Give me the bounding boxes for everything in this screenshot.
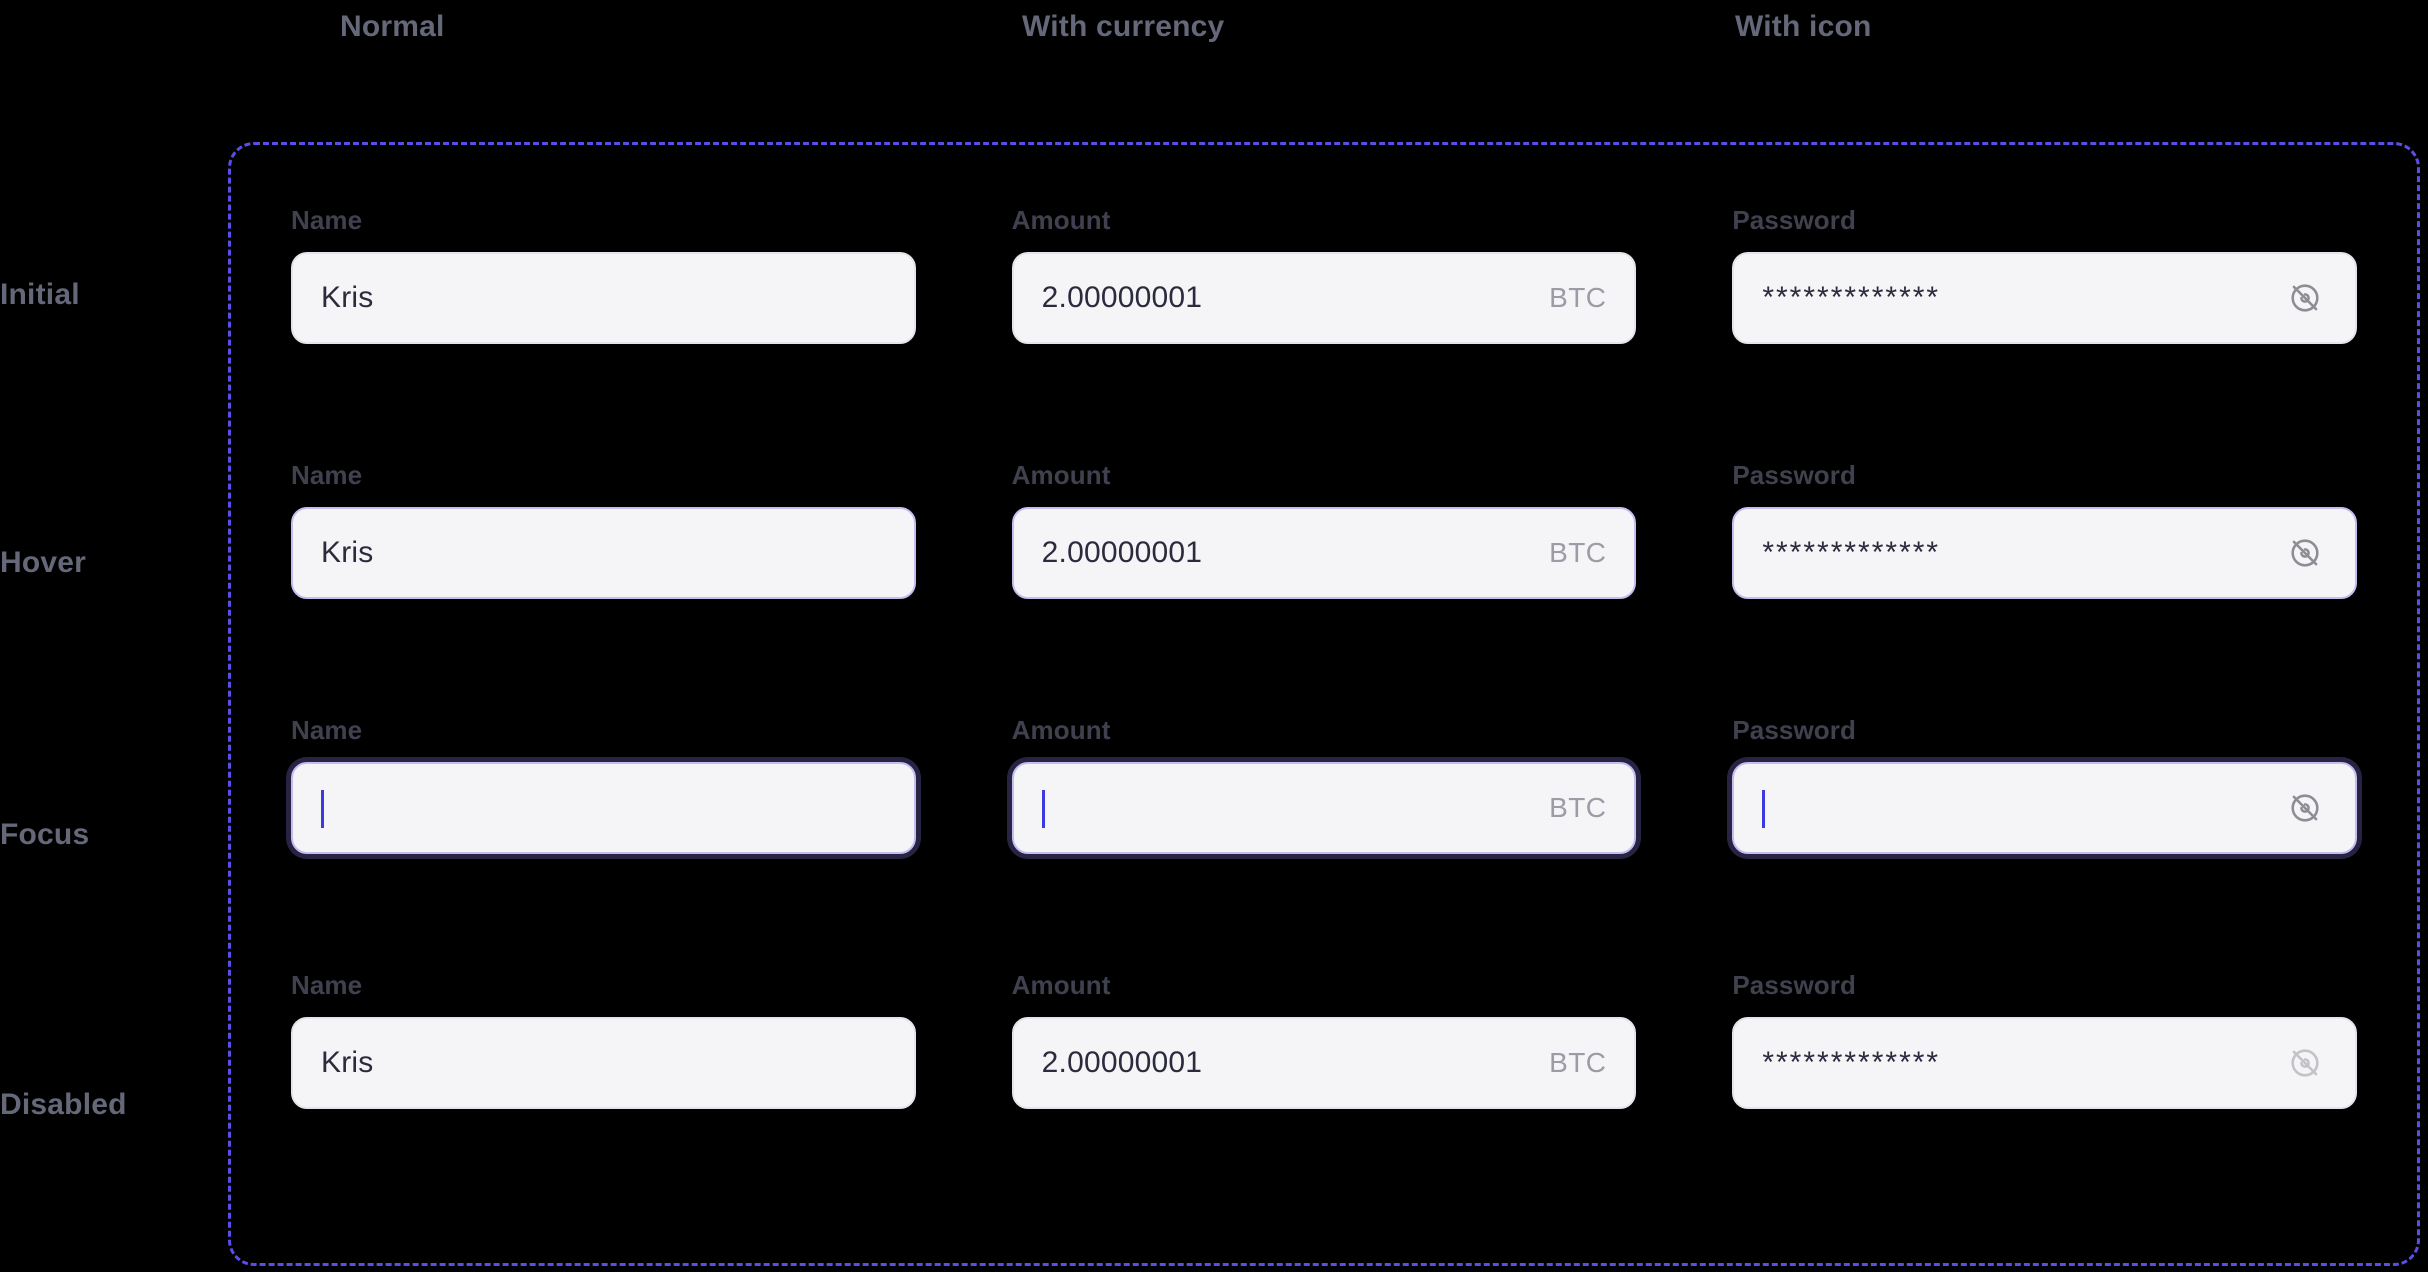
matrix-grid: Name Kris Amount 2.00000001 BTC Password… bbox=[291, 197, 2357, 1217]
matrix-container: Name Kris Amount 2.00000001 BTC Password… bbox=[228, 142, 2420, 1266]
password-input-initial[interactable]: ************* bbox=[1732, 252, 2357, 344]
row-label-initial: Initial bbox=[0, 278, 80, 311]
input-value: 2.00000001 bbox=[1041, 536, 1203, 569]
column-header-with-icon: With icon bbox=[1735, 10, 1872, 43]
field-label: Password bbox=[1732, 460, 1856, 490]
cell-initial-normal: Name Kris bbox=[291, 197, 916, 452]
field-label: Name bbox=[291, 205, 363, 235]
currency-suffix: BTC bbox=[1549, 282, 1607, 313]
eye-off-icon[interactable] bbox=[2283, 531, 2327, 575]
field-label: Password bbox=[1732, 715, 1856, 745]
amount-input-hover[interactable]: 2.00000001 BTC bbox=[1011, 507, 1637, 599]
cell-hover-normal: Name Kris bbox=[291, 452, 916, 707]
text-input-name-disabled: Kris bbox=[291, 1017, 916, 1109]
field-label: Name bbox=[291, 970, 363, 1000]
row-label-disabled: Disabled bbox=[0, 1088, 127, 1121]
eye-off-icon[interactable] bbox=[2283, 276, 2327, 320]
eye-off-icon[interactable] bbox=[2283, 786, 2327, 830]
cell-focus-normal: Name bbox=[291, 707, 916, 962]
currency-suffix: BTC bbox=[1549, 1047, 1607, 1078]
row-label-hover: Hover bbox=[0, 546, 87, 579]
password-input-disabled: ************* bbox=[1732, 1017, 2357, 1109]
input-value: Kris bbox=[321, 1046, 374, 1079]
column-header-with-currency: With currency bbox=[1022, 10, 1225, 43]
cell-focus-with-currency: Amount BTC bbox=[1011, 707, 1637, 962]
cell-initial-with-icon: Password ************* bbox=[1732, 197, 2357, 452]
input-value: ************* bbox=[1762, 1046, 1941, 1079]
field-label: Name bbox=[291, 715, 363, 745]
cell-disabled-normal: Name Kris bbox=[291, 962, 916, 1217]
input-value: Kris bbox=[321, 536, 374, 569]
input-value bbox=[1041, 788, 1531, 828]
currency-suffix: BTC bbox=[1549, 792, 1607, 823]
text-caret bbox=[1762, 790, 1766, 828]
field-label: Name bbox=[291, 460, 363, 490]
column-header-normal: Normal bbox=[340, 10, 445, 43]
input-value: 2.00000001 bbox=[1041, 281, 1203, 314]
cell-initial-with-currency: Amount 2.00000001 BTC bbox=[1011, 197, 1637, 452]
field-label: Amount bbox=[1011, 715, 1111, 745]
text-caret bbox=[321, 790, 324, 828]
field-label: Amount bbox=[1011, 970, 1111, 1000]
input-value: ************* bbox=[1762, 281, 1941, 314]
column-header-row: Normal With currency With icon bbox=[0, 0, 2428, 78]
field-label: Password bbox=[1732, 970, 1856, 1000]
field-label: Password bbox=[1732, 205, 1856, 235]
text-input-name-focus[interactable] bbox=[291, 762, 916, 854]
amount-input-focus[interactable]: BTC bbox=[1011, 762, 1637, 854]
currency-suffix: BTC bbox=[1549, 537, 1607, 568]
row-label-focus: Focus bbox=[0, 818, 90, 851]
input-value: 2.00000001 bbox=[1041, 1046, 1203, 1079]
eye-off-icon bbox=[2283, 1041, 2327, 1085]
cell-disabled-with-currency: Amount 2.00000001 BTC bbox=[1011, 962, 1637, 1217]
cell-hover-with-currency: Amount 2.00000001 BTC bbox=[1011, 452, 1637, 707]
text-input-name-hover[interactable]: Kris bbox=[291, 507, 916, 599]
text-input-name-initial[interactable]: Kris bbox=[291, 252, 916, 344]
input-value: Kris bbox=[321, 281, 374, 314]
amount-input-disabled: 2.00000001 BTC bbox=[1011, 1017, 1637, 1109]
password-input-focus[interactable] bbox=[1732, 762, 2357, 854]
password-input-hover[interactable]: ************* bbox=[1732, 507, 2357, 599]
input-value bbox=[321, 788, 886, 828]
field-label: Amount bbox=[1011, 205, 1111, 235]
cell-disabled-with-icon: Password ************* bbox=[1732, 962, 2357, 1217]
cell-hover-with-icon: Password ************* bbox=[1732, 452, 2357, 707]
cell-focus-with-icon: Password bbox=[1732, 707, 2357, 962]
input-value bbox=[1762, 788, 2265, 828]
amount-input-initial[interactable]: 2.00000001 BTC bbox=[1011, 252, 1637, 344]
input-value: ************* bbox=[1762, 536, 1941, 569]
field-label: Amount bbox=[1011, 460, 1111, 490]
text-caret bbox=[1041, 790, 1045, 828]
